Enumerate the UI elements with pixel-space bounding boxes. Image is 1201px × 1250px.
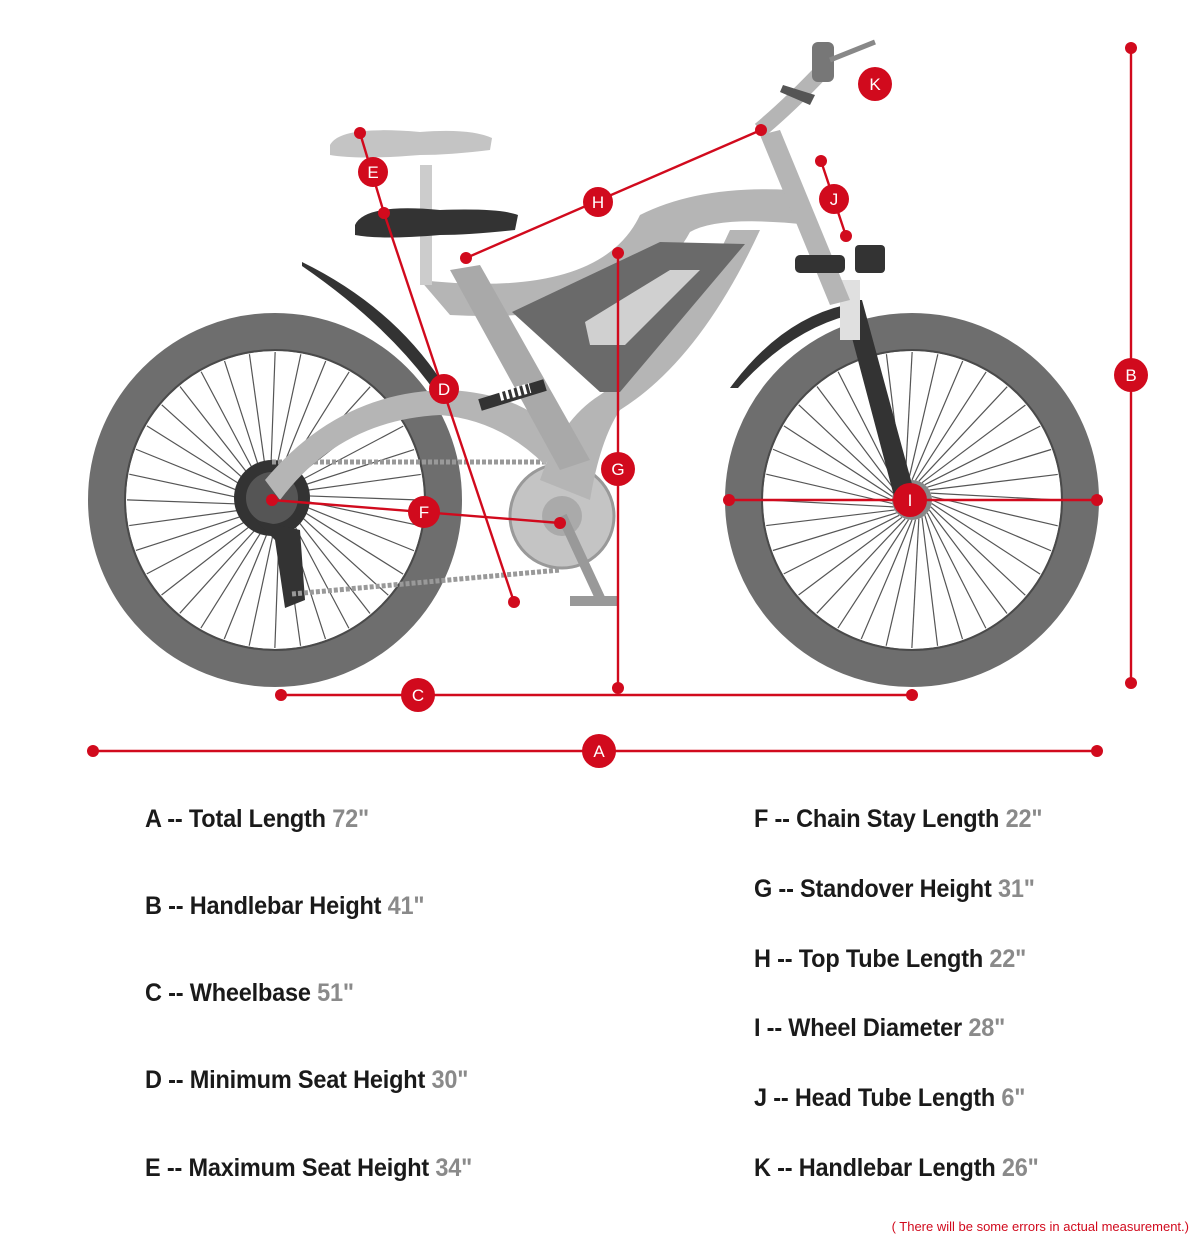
marker-K: K: [858, 67, 892, 101]
front-fender: [730, 305, 850, 388]
svg-text:F: F: [419, 503, 429, 522]
spoke: [921, 404, 1026, 484]
spoke: [798, 404, 894, 494]
rear-swingarm: [265, 390, 560, 500]
spec-standover-height: G -- Standover Height 31": [754, 875, 1035, 903]
spoke: [931, 502, 1041, 575]
spec-top-tube-length: H -- Top Tube Length 22": [754, 945, 1027, 973]
spoke: [931, 495, 1058, 527]
spoke: [766, 509, 895, 527]
spoke: [921, 517, 939, 646]
spec-handlebar-height: B -- Handlebar Height 41": [145, 892, 425, 920]
spoke: [285, 508, 350, 629]
marker-C: C: [401, 678, 435, 712]
spoke: [772, 512, 897, 552]
spoke: [911, 518, 920, 649]
measurement-disclaimer: ( There will be some errors in actual me…: [891, 1219, 1189, 1234]
spoke: [816, 386, 896, 491]
spoke: [931, 499, 1052, 552]
spoke: [798, 516, 903, 596]
spec-wheel-diameter: I -- Wheel Diameter 28": [754, 1014, 1006, 1042]
seat-tube: [450, 265, 590, 470]
spoke: [287, 504, 389, 596]
svg-text:J: J: [830, 190, 839, 209]
spoke: [783, 514, 900, 575]
spoke: [904, 351, 913, 482]
marker-J: J: [819, 184, 849, 214]
saddle-max: [330, 130, 492, 158]
spoke: [286, 506, 371, 614]
spoke: [288, 499, 415, 552]
spec-wheelbase: C -- Wheelbase 51": [145, 979, 354, 1007]
marker-H: H: [583, 187, 613, 217]
spec-handlebar-length: K -- Handlebar Length 26": [754, 1154, 1039, 1182]
spoke: [287, 473, 421, 494]
down-tube: [540, 230, 760, 500]
fork: [842, 300, 915, 500]
spec-head-tube-length: J -- Head Tube Length 6": [754, 1084, 1026, 1112]
spec-maximum-seat-height: E -- Maximum Seat Height 34": [145, 1154, 473, 1182]
marker-A: A: [582, 734, 616, 768]
spoke: [288, 494, 424, 501]
spec-minimum-seat-height: D -- Minimum Seat Height 30": [145, 1066, 469, 1094]
marker-D: D: [429, 374, 459, 404]
spoke: [929, 473, 1058, 491]
svg-text:H: H: [592, 193, 604, 212]
spoke: [783, 425, 893, 498]
spoke: [837, 519, 910, 629]
svg-text:K: K: [869, 75, 881, 94]
svg-text:D: D: [438, 380, 450, 399]
bike-diagram: A B C D E F G H I J K: [87, 39, 1148, 768]
spec-chain-stay-length: F -- Chain Stay Length 22": [754, 805, 1043, 833]
spoke: [928, 509, 1008, 614]
spoke: [924, 515, 964, 640]
measurement-endpoints: [87, 42, 1137, 757]
marker-F: F: [408, 496, 440, 528]
svg-text:A: A: [593, 742, 605, 761]
spoke: [766, 473, 893, 505]
spoke: [911, 360, 964, 481]
chain: [272, 459, 561, 597]
spoke: [860, 519, 913, 640]
line-H: [465, 128, 762, 260]
spoke: [914, 371, 987, 481]
spoke: [288, 501, 404, 575]
spoke: [930, 506, 1026, 596]
spoke: [918, 386, 1008, 482]
line-D: [382, 212, 516, 603]
svg-text:B: B: [1125, 366, 1136, 385]
spoke: [927, 448, 1052, 488]
svg-text:E: E: [367, 163, 378, 182]
spoke: [885, 519, 917, 646]
spoke: [772, 448, 893, 501]
svg-text:C: C: [412, 686, 424, 705]
marker-I: I: [893, 483, 927, 517]
spoke: [816, 518, 906, 614]
saddle-min: [355, 208, 518, 238]
svg-text:I: I: [908, 491, 913, 510]
spoke: [924, 425, 1041, 486]
marker-G: G: [601, 452, 635, 486]
spec-total-length: A -- Total Length 72": [145, 805, 369, 833]
spoke: [926, 512, 987, 629]
headlight: [855, 245, 885, 273]
bike-illustration: [88, 39, 1099, 687]
derailleur: [255, 520, 305, 608]
spoke: [907, 354, 939, 481]
marker-B: B: [1114, 358, 1148, 392]
marker-E: E: [358, 157, 388, 187]
svg-text:G: G: [611, 460, 624, 479]
